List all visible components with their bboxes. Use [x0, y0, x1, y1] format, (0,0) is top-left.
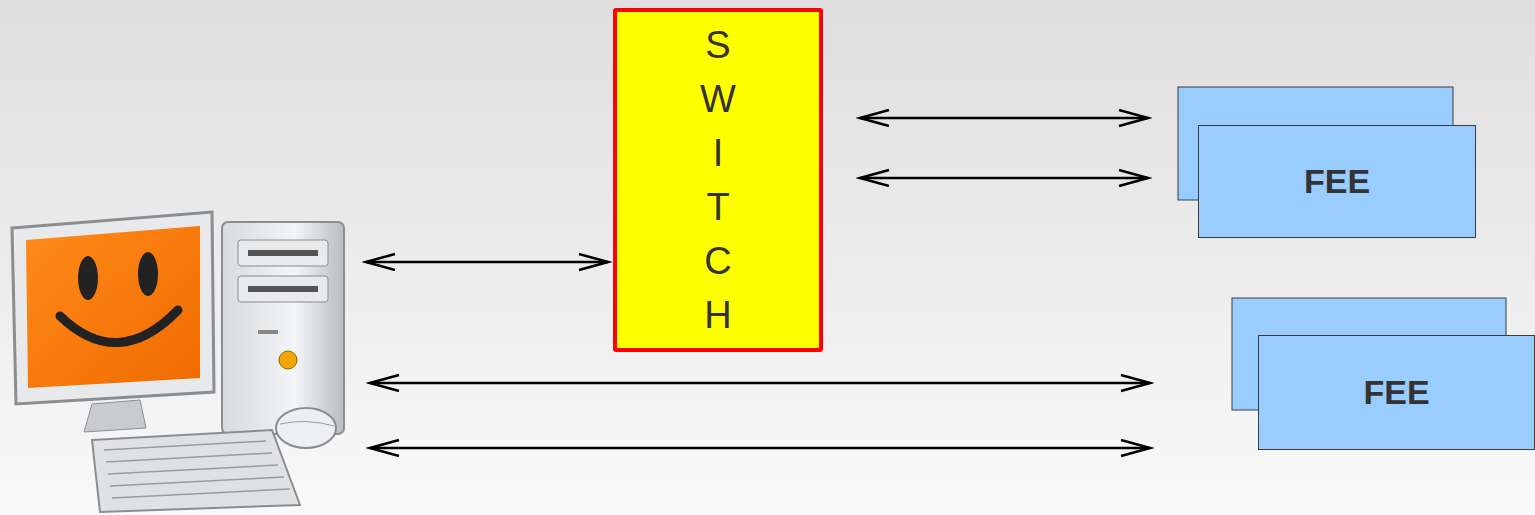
- box-label: FEE: [1304, 162, 1370, 201]
- link-arrow: [860, 177, 1148, 180]
- fee-box: FEE: [1258, 335, 1535, 450]
- link-arrow: [370, 382, 1150, 385]
- switch-box: S W I T C H: [613, 8, 823, 352]
- fee-box: FEE: [1198, 125, 1476, 238]
- switch-label: S W I T C H: [699, 18, 737, 342]
- box-label: FEE: [1363, 373, 1429, 412]
- computer-illustration: [12, 212, 344, 512]
- link-arrow: [860, 117, 1148, 120]
- link-arrow: [366, 261, 608, 264]
- link-arrow: [370, 447, 1150, 450]
